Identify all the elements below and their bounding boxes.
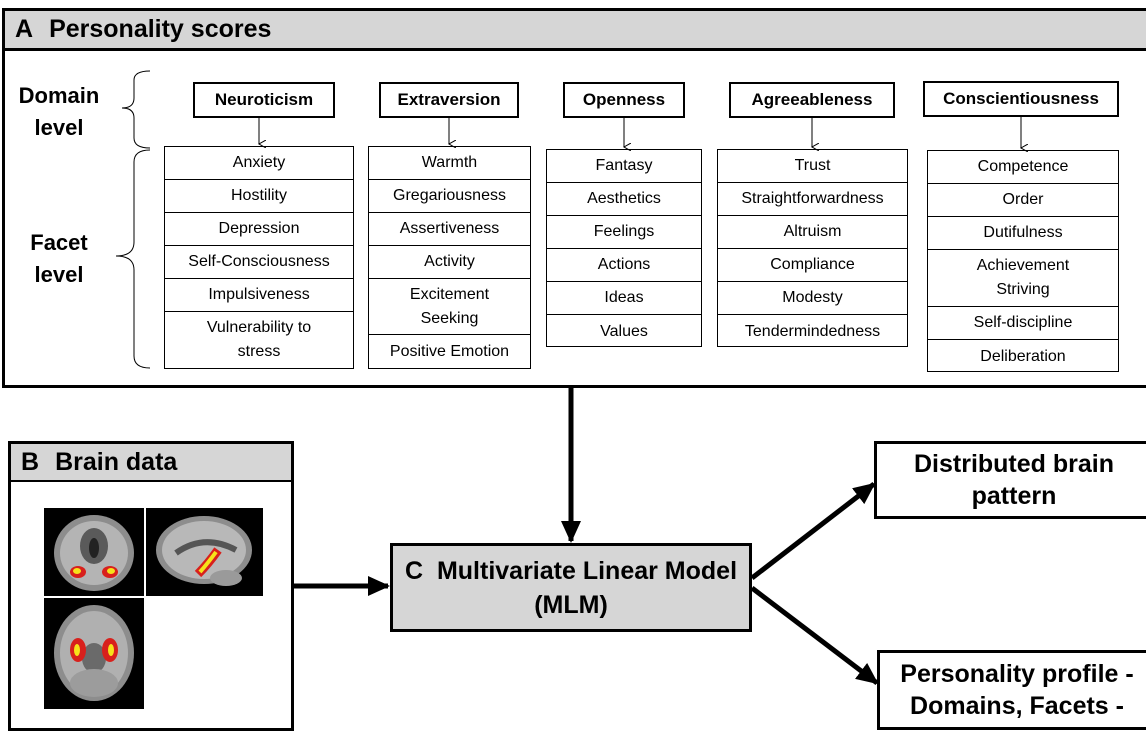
domain-agreeableness-label: Agreeableness [751, 90, 873, 109]
facet-item: Self-discipline [928, 307, 1118, 340]
domain-neuroticism-box: Neuroticism [193, 82, 335, 118]
facet-item: Compliance [718, 249, 907, 282]
panel-b-letter: B [21, 447, 40, 476]
facet-item: Depression [165, 213, 353, 246]
domain-neuroticism-label: Neuroticism [214, 90, 314, 109]
output-personality-profile-text: Personality profile - Domains, Facets - [900, 660, 1134, 720]
arrow-c-to-brain-pattern [750, 482, 876, 580]
facet-item: Fantasy [547, 150, 701, 183]
domain-extraversion-box: Extraversion [379, 82, 519, 118]
facet-item: Aesthetics [547, 183, 701, 216]
facets-neuroticism: Anxiety Hostility Depression Self-Consci… [164, 146, 354, 369]
facet-item: Hostility [165, 180, 353, 213]
facet-item: Gregariousness [369, 180, 530, 213]
facet-item: Straightforwardness [718, 183, 907, 216]
facet-item: Excitement Seeking [369, 279, 530, 335]
facets-extraversion: Warmth Gregariousness Assertiveness Acti… [368, 146, 531, 369]
panel-c-label: C Multivariate Linear Model (MLM) [393, 554, 749, 622]
facet-item: Dutifulness [928, 217, 1118, 250]
panel-b-title: Brain data [55, 447, 178, 476]
domain-level-label: Domain level [18, 83, 100, 140]
domain-conscientiousness-label: Conscientiousness [943, 89, 1099, 108]
facets-openness: Fantasy Aesthetics Feelings Actions Idea… [546, 149, 702, 347]
panel-a-title: Personality scores [49, 15, 272, 43]
facet-item: Deliberation [980, 347, 1066, 365]
facet-item: Assertiveness [369, 213, 530, 246]
panel-a-letter: A [15, 15, 34, 43]
facet-item: Tendermindedness [744, 322, 881, 340]
brain-coronal-image [44, 508, 144, 596]
facets-conscientiousness: Competence Order Dutifulness Achievement… [927, 150, 1119, 372]
facet-item: Self-Consciousness [165, 246, 353, 279]
facet-item: Trust [718, 150, 907, 183]
panel-c-mlm-box: C Multivariate Linear Model (MLM) [390, 543, 752, 632]
facet-item: Anxiety [165, 147, 353, 180]
domain-extraversion-label: Extraversion [397, 90, 501, 109]
facet-item: Impulsiveness [165, 279, 353, 312]
domain-level-brace [121, 70, 151, 149]
facet-item: Competence [928, 151, 1118, 184]
output-brain-pattern-text: Distributed brain pattern [913, 450, 1114, 510]
panel-a-header: A Personality scores [5, 11, 1146, 51]
domain-openness-label: Openness [582, 90, 666, 109]
facet-item: Ideas [547, 282, 701, 315]
facet-item: Warmth [369, 147, 530, 180]
facet-item: Achievement Striving [928, 250, 1118, 307]
brain-axial-image [44, 598, 144, 709]
arrow-c-to-personality-profile [750, 586, 879, 685]
output-brain-pattern-box: Distributed brain pattern [874, 441, 1146, 519]
facet-item: Values [600, 322, 648, 340]
facet-item: Altruism [718, 216, 907, 249]
panel-b-header: B Brain data [11, 444, 291, 482]
facet-item: Vulnerability to stress [206, 319, 312, 360]
facet-item: Activity [369, 246, 530, 279]
facet-item: Positive Emotion [389, 342, 510, 360]
domain-agreeableness-box: Agreeableness [729, 82, 895, 118]
domain-conscientiousness-box: Conscientiousness [923, 81, 1119, 117]
facet-item: Feelings [547, 216, 701, 249]
facet-level-brace [115, 149, 151, 369]
facet-item: Modesty [718, 282, 907, 315]
brain-sagittal-image [146, 508, 263, 596]
facet-item: Actions [547, 249, 701, 282]
domain-openness-box: Openness [563, 82, 685, 118]
panel-c-title: Multivariate Linear Model (MLM) [436, 556, 738, 619]
panel-c-letter: C [404, 556, 424, 585]
facet-item: Order [928, 184, 1118, 217]
facets-agreeableness: Trust Straightforwardness Altruism Compl… [717, 149, 908, 347]
facet-level-label: Facet level [30, 230, 88, 287]
